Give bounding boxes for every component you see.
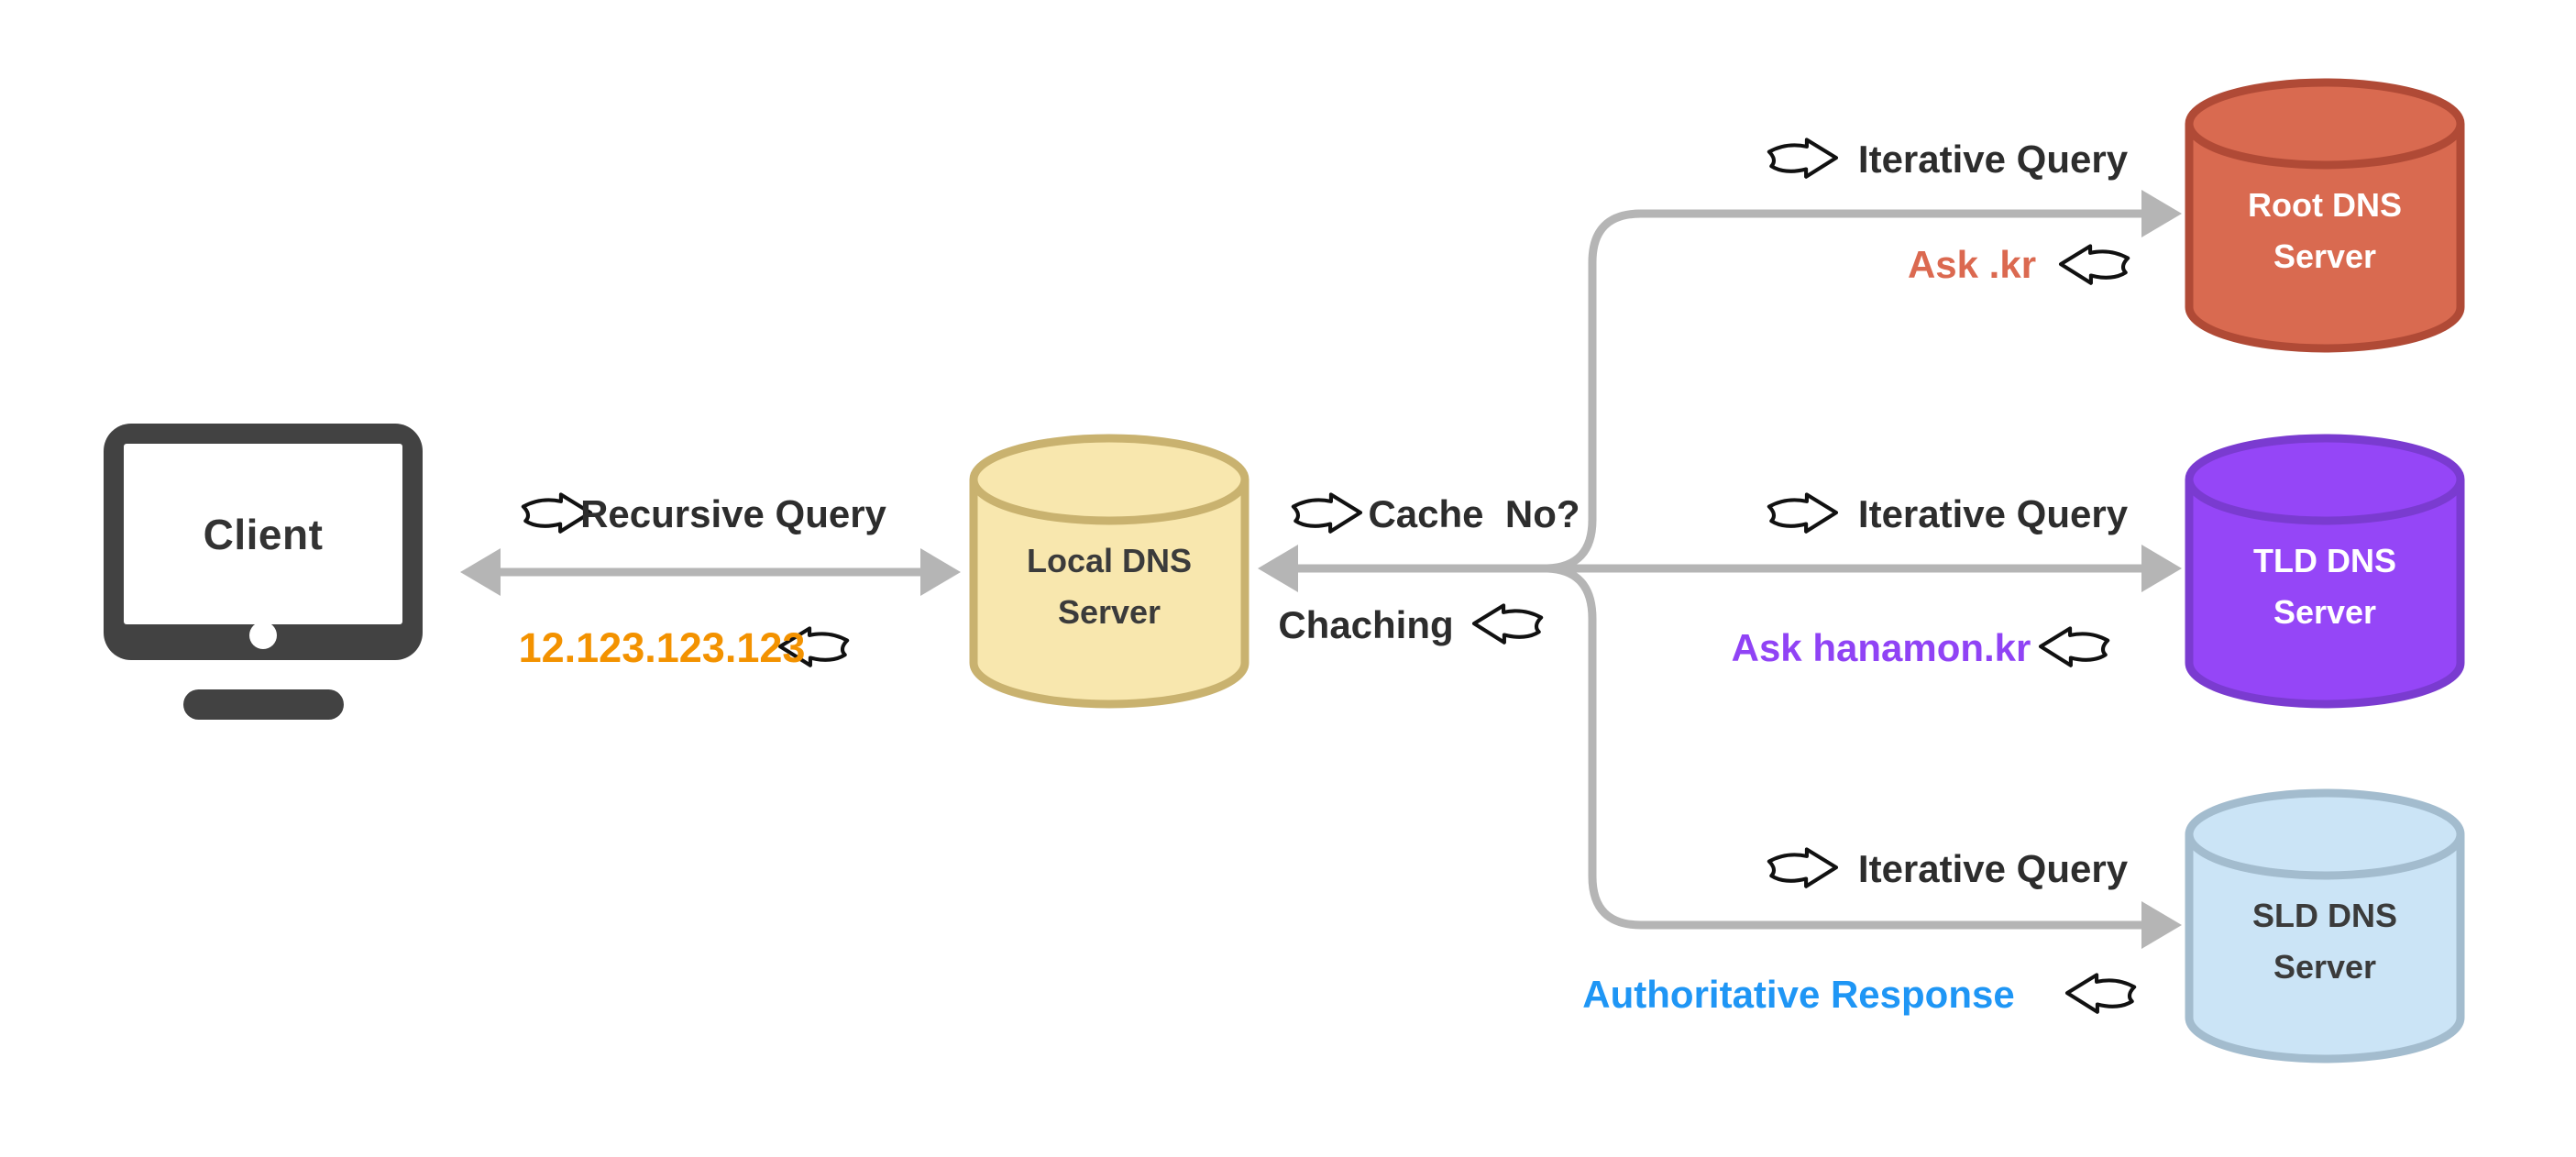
sketch-arrow-right-icon <box>1767 847 1839 888</box>
client-label: Client <box>203 510 324 558</box>
sld-dns-server-label: SLD DNS Server <box>2251 897 2398 986</box>
monitor-button-dot <box>249 622 277 649</box>
monitor-stand <box>183 689 344 720</box>
local-dns-server-label: Local DNS Server <box>1026 542 1193 631</box>
branch-to-sld <box>1547 564 2163 930</box>
database-cylinder-icon <box>2185 434 2465 709</box>
sketch-arrow-right-icon <box>521 492 593 534</box>
client-screen: Client <box>124 444 402 624</box>
sketch-arrow-left-icon <box>2064 973 2137 1014</box>
sketch-arrow-left-icon <box>2038 626 2110 667</box>
sketch-arrow-left-icon <box>777 626 850 667</box>
recursive-query-label: Recursive Query <box>580 492 886 535</box>
iterative-query-sld-label: Iterative Query <box>1857 847 2129 890</box>
arrowhead-to-client <box>460 548 501 596</box>
tld-dns-server-label: TLD DNS Server <box>2253 542 2396 631</box>
database-cylinder-icon <box>2185 788 2465 1063</box>
sld-dns-server-node <box>2180 788 2470 1063</box>
root-dns-server-label: Root DNS Server <box>2248 186 2402 275</box>
sketch-arrow-right-icon <box>1291 492 1363 534</box>
arrowhead-into-sld <box>2141 901 2182 949</box>
arrowhead-into-tld <box>2141 545 2182 592</box>
arrowhead-into-root <box>2141 190 2182 237</box>
ip-response-label: 12.123.123.123 <box>518 624 806 671</box>
iterative-query-root-label: Iterative Query <box>1857 138 2129 181</box>
sketch-arrow-right-icon <box>1767 138 1839 179</box>
branch-to-root <box>1547 209 2163 573</box>
arrowhead-to-local-left <box>920 548 961 596</box>
sketch-arrow-left-icon <box>2058 244 2130 285</box>
local-dns-server-node <box>964 434 1254 709</box>
client-computer-icon: Client <box>104 424 423 660</box>
sketch-arrow-left-icon <box>1471 603 1544 645</box>
ask-kr-label: Ask .kr <box>1907 243 2037 286</box>
tld-dns-server-node <box>2180 434 2470 709</box>
sketch-arrow-right-icon <box>1767 492 1839 534</box>
database-cylinder-icon <box>2185 78 2465 353</box>
root-dns-server-node <box>2180 78 2470 353</box>
cache-no-label: Cache No? <box>1368 492 1580 535</box>
authoritative-response-label: Authoritative Response <box>1582 973 2015 1016</box>
database-cylinder-icon <box>969 434 1249 709</box>
arrowhead-into-local <box>1258 545 1298 592</box>
ask-hanamon-label: Ask hanamon.kr <box>1731 626 2031 669</box>
caching-label: Chaching <box>1278 603 1454 646</box>
iterative-query-tld-label: Iterative Query <box>1857 492 2129 535</box>
